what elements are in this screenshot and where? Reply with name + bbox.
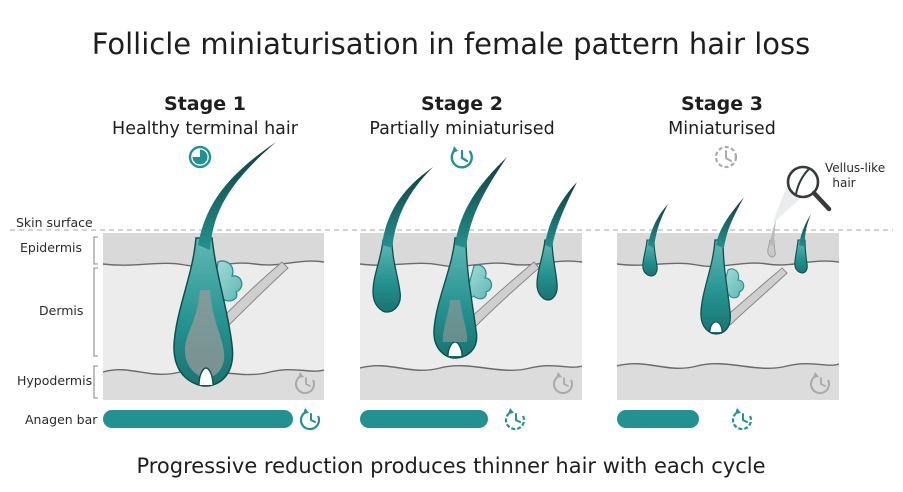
anagen-bars xyxy=(103,410,699,428)
epidermis-label: Epidermis xyxy=(20,240,82,255)
stage-1-clock-icon xyxy=(294,372,315,395)
layer-brackets xyxy=(93,236,98,399)
stage-3-clock-icon xyxy=(809,372,830,395)
stage-2-left-hair xyxy=(382,167,433,248)
stage-3-header: Stage 3 Miniaturised xyxy=(668,93,776,139)
stage-2-center-hair xyxy=(455,157,507,248)
stage-1-anagen-bar xyxy=(103,410,293,428)
stage-1-anagen-clock-icon xyxy=(299,408,321,431)
stage-1-number: Stage 1 xyxy=(164,93,246,115)
stage-3-left-hair xyxy=(648,204,668,248)
magnifier-icon xyxy=(786,165,832,212)
stage-2-number: Stage 2 xyxy=(421,93,503,115)
stage-3-name: Miniaturised xyxy=(668,119,776,139)
stage-1-header: Stage 1 Healthy terminal hair xyxy=(112,93,299,139)
clock-refresh-icon xyxy=(450,146,473,169)
stage-3-right-hair xyxy=(799,214,811,247)
stage-2-name: Partially miniaturised xyxy=(369,119,554,139)
stage-3-anagen-bar xyxy=(617,410,699,428)
clock-icon xyxy=(188,145,212,169)
stage-2-skin-panel xyxy=(360,233,582,400)
stage-3-number: Stage 3 xyxy=(681,93,763,115)
stage-3-anagen-clock-icon xyxy=(731,408,753,431)
hypodermis-label: Hypodermis xyxy=(17,373,92,388)
anagen-clock-icons xyxy=(299,408,753,431)
vellus-callout-line1: Vellus-like xyxy=(825,161,885,175)
stage-1-name: Healthy terminal hair xyxy=(112,119,299,139)
stage-2-anagen-clock-icon xyxy=(504,408,526,431)
vellus-callout-line2: hair xyxy=(832,176,855,190)
stage-3-skin-panel xyxy=(617,233,839,400)
stage-3-center-hair xyxy=(716,197,744,248)
clock-dashed-icon xyxy=(714,145,738,169)
diagram-caption: Progressive reduction produces thinner h… xyxy=(136,454,765,478)
diagram-title: Follicle miniaturisation in female patte… xyxy=(92,27,811,61)
stage-2-clock-icon xyxy=(552,372,573,395)
stage-3-vellus-hair xyxy=(770,220,776,246)
dermis-label: Dermis xyxy=(39,303,83,318)
stage-1-terminal-hair xyxy=(198,142,276,250)
anagen-bar-label: Anagen bar xyxy=(25,412,98,427)
stage-2-anagen-bar xyxy=(360,410,488,428)
stage-2-right-hair xyxy=(545,182,577,248)
stage-1-skin-panel xyxy=(103,233,324,400)
stage-2-header: Stage 2 Partially miniaturised xyxy=(369,93,554,139)
skin-surface-label: Skin surface xyxy=(16,215,93,230)
